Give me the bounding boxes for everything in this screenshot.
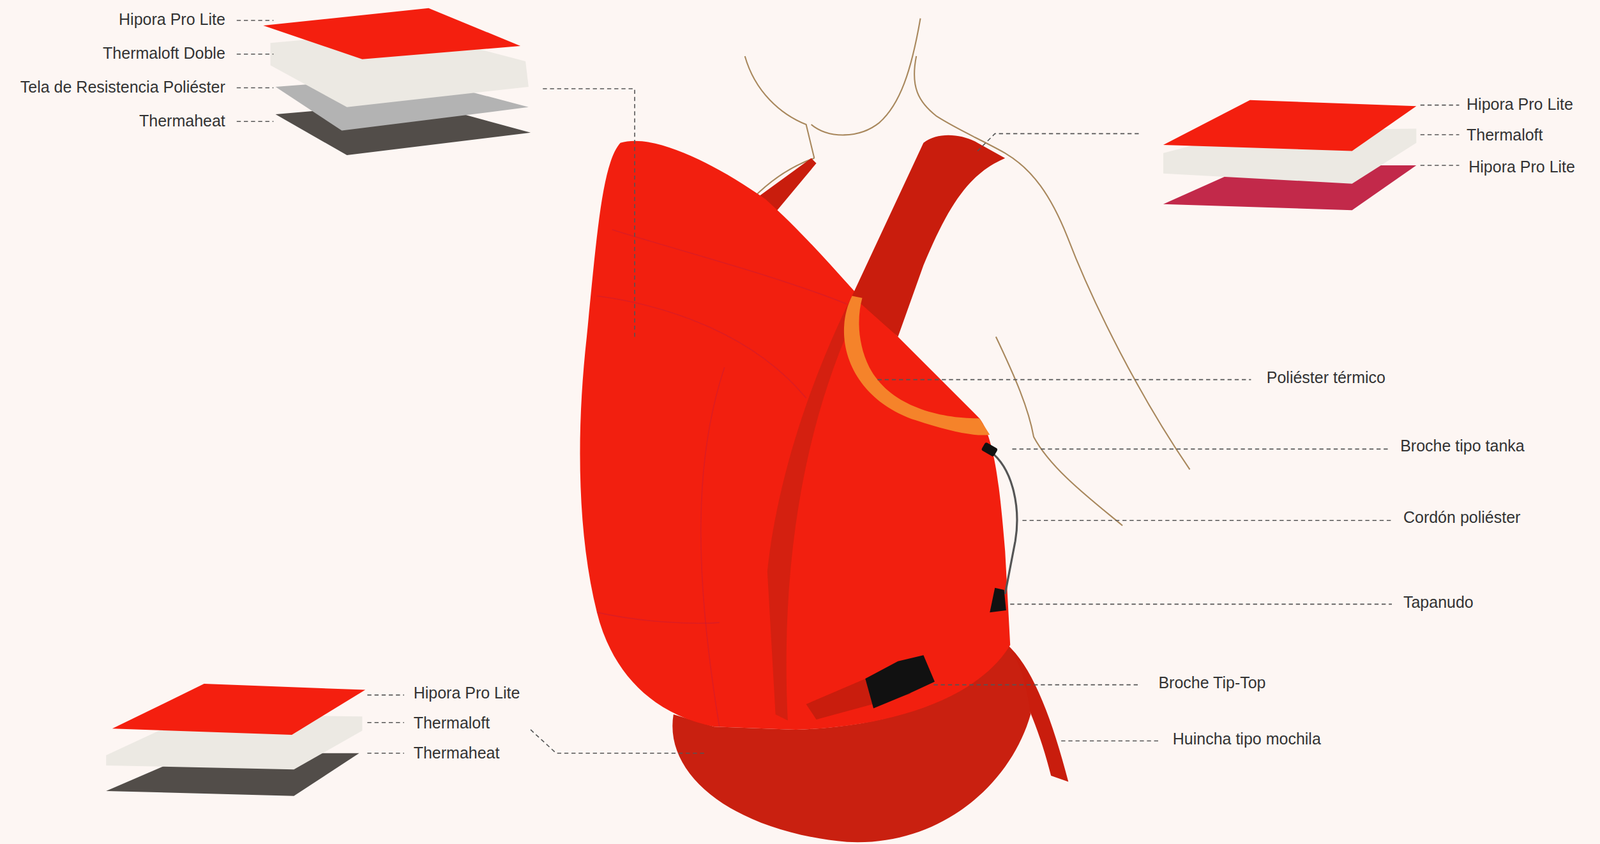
- layer-stack: [105, 8, 1417, 797]
- backpack: [579, 135, 1069, 843]
- part-label: Hipora Pro Lite: [1465, 94, 1575, 114]
- part-label: Cordón poliéster: [1402, 507, 1522, 527]
- part-label: Broche Tip-Top: [1156, 672, 1267, 693]
- part-label: Hipora Pro Lite: [412, 683, 522, 703]
- part-label: Broche tipo tanka: [1398, 436, 1526, 456]
- part-label: Hipora Pro Lite: [117, 9, 227, 29]
- part-label: Thermaloft: [1465, 125, 1544, 145]
- part-label: Tapanudo: [1402, 592, 1475, 612]
- part-label: Huincha tipo mochila: [1171, 729, 1323, 749]
- part-label: Thermaheat: [137, 111, 227, 131]
- part-label: Thermaloft Doble: [101, 43, 227, 63]
- part-label: Tela de Resistencia Poliéster: [19, 77, 227, 97]
- part-label: Hipora Pro Lite: [1467, 157, 1577, 177]
- part-label: Thermaheat: [412, 743, 502, 763]
- leader-lines: [236, 20, 1460, 754]
- part-label: Poliéster térmico: [1265, 367, 1387, 387]
- part-label: Thermaloft: [412, 713, 491, 733]
